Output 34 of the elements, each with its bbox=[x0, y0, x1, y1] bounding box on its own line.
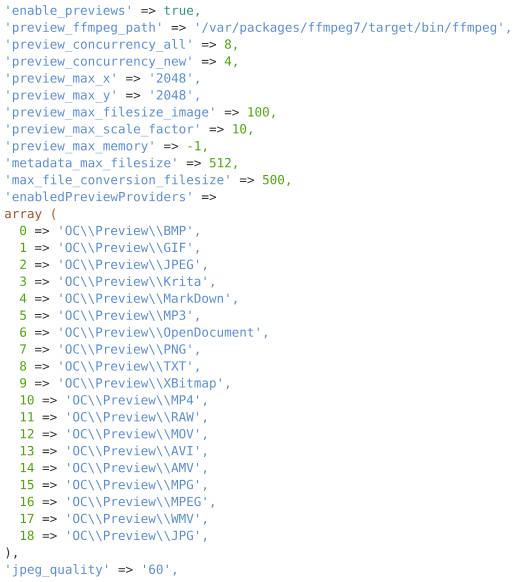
code-line: 'preview_ffmpeg_path' => '/var/packages/ffmpeg7/target/bin/ffmpeg', bbox=[7, 22, 510, 35]
code-line: 'preview_concurrency_new' => 4, bbox=[7, 56, 236, 69]
code-line: 18 => 'OC\\Preview\\JPG', bbox=[20, 530, 206, 542]
code-line: 12 => 'OC\\Preview\\MOV', bbox=[20, 428, 206, 440]
code-line: 'preview_max_scale_factor' => 10, bbox=[7, 124, 252, 136]
code-line: 5 => 'OC\\Preview\\MP3', bbox=[20, 310, 198, 322]
code-line: 2 => 'OC\\Preview\\JPEG', bbox=[20, 259, 206, 271]
code-line: 13 => 'OC\\Preview\\AVI', bbox=[20, 446, 206, 457]
code-line: 'preview_max_x' => '2048', bbox=[7, 73, 198, 86]
code-line: array ( bbox=[5, 208, 56, 221]
code-line: 'preview_max_memory' => -1, bbox=[7, 140, 206, 154]
code-line: 'jpeg_quality' => '60', bbox=[7, 564, 176, 577]
code-line: 17 => 'OC\\Preview\\WMV', bbox=[20, 513, 206, 525]
code-line: 9 => 'OC\\Preview\\XBitmap', bbox=[20, 378, 229, 390]
code-line: 6 => 'OC\\Preview\\OpenDocument', bbox=[20, 327, 267, 340]
code-line: 3 => 'OC\\Preview\\Krita', bbox=[20, 276, 214, 288]
code-line: 8 => 'OC\\Preview\\TXT', bbox=[20, 360, 198, 372]
code-line: 'metadata_max_filesize' => 512, bbox=[7, 158, 236, 170]
code-line: 'max_file_conversion_filesize' => 500, bbox=[7, 174, 290, 188]
code-line: ), bbox=[6, 547, 16, 559]
code-line: 7 => 'OC\\Preview\\PNG', bbox=[20, 344, 198, 356]
code-line: 14 => 'OC\\Preview\\AMV', bbox=[20, 462, 206, 474]
code-line: 'preview_max_filesize_image' => 100, bbox=[7, 106, 274, 120]
code-line: 15 => 'OC\\Preview\\MPG', bbox=[20, 480, 206, 491]
code-line: 11 => 'OC\\Preview\\RAW', bbox=[20, 412, 206, 424]
code-line: 16 => 'OC\\Preview\\MPEG', bbox=[20, 496, 214, 508]
code-line: 1 => 'OC\\Preview\\GIF', bbox=[20, 242, 198, 254]
code-line: 'preview_max_y' => '2048', bbox=[7, 90, 198, 102]
code-line: 4 => 'OC\\Preview\\MarkDown', bbox=[20, 293, 236, 305]
code-line: 0 => 'OC\\Preview\\BMP', bbox=[20, 225, 198, 237]
code-line: 'enabledPreviewProviders' => bbox=[7, 192, 216, 202]
code-line: 10 => 'OC\\Preview\\MP4', bbox=[20, 394, 206, 406]
code-line: 'enable_previews' => true, bbox=[7, 5, 198, 18]
code-line: 'preview_concurrency_all' => 8, bbox=[7, 39, 236, 52]
